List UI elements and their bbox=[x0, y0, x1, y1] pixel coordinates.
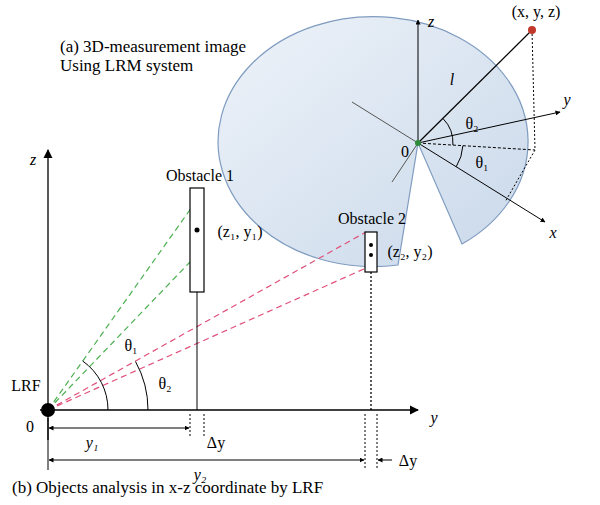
length-label: l bbox=[450, 71, 454, 89]
origin-label: 0 bbox=[401, 143, 409, 161]
axis-label: y bbox=[563, 91, 570, 109]
angle-arcs bbox=[83, 361, 148, 410]
dimension-lines bbox=[48, 414, 392, 470]
sub-caption: (b) Objects analysis in x-z coordinate b… bbox=[12, 479, 323, 498]
position-label: (z₂, y₂) bbox=[388, 243, 433, 261]
angle-label: θ₂ bbox=[156, 375, 173, 393]
sub-caption: (a) 3D-measurement image Using LRM syste… bbox=[60, 38, 275, 75]
axis-label: z bbox=[30, 151, 36, 169]
scan-disk bbox=[218, 17, 528, 267]
origin-label: 0 bbox=[26, 418, 34, 436]
sensor-label: LRF bbox=[11, 377, 40, 395]
obstacle-label: Obstacle 2 bbox=[338, 210, 406, 228]
obstacle-2 bbox=[365, 232, 377, 410]
axis-label: y bbox=[430, 409, 437, 427]
origin-marker bbox=[415, 140, 421, 146]
axis-label: x bbox=[549, 224, 556, 242]
position-label: (z₁, y₁) bbox=[218, 223, 263, 241]
obstacle-1 bbox=[190, 188, 204, 410]
point-label: (x, y, z) bbox=[512, 3, 561, 21]
dimension-label: y₁ bbox=[86, 434, 99, 452]
lrf-sensor bbox=[41, 403, 55, 417]
laser-beams bbox=[48, 190, 366, 410]
angle-label: θ₂ bbox=[465, 115, 478, 133]
angle-label: θ₁ bbox=[122, 337, 139, 355]
obstacle-label: Obstacle 1 bbox=[166, 167, 234, 185]
axis-label: z bbox=[428, 13, 434, 31]
point-marker bbox=[528, 26, 536, 34]
dimension-label: Δy bbox=[399, 452, 417, 470]
axes-3d bbox=[352, 20, 560, 222]
dimension-label: Δy bbox=[207, 434, 225, 452]
axes-2d bbox=[40, 150, 418, 440]
angle-label: θ₁ bbox=[475, 154, 488, 172]
